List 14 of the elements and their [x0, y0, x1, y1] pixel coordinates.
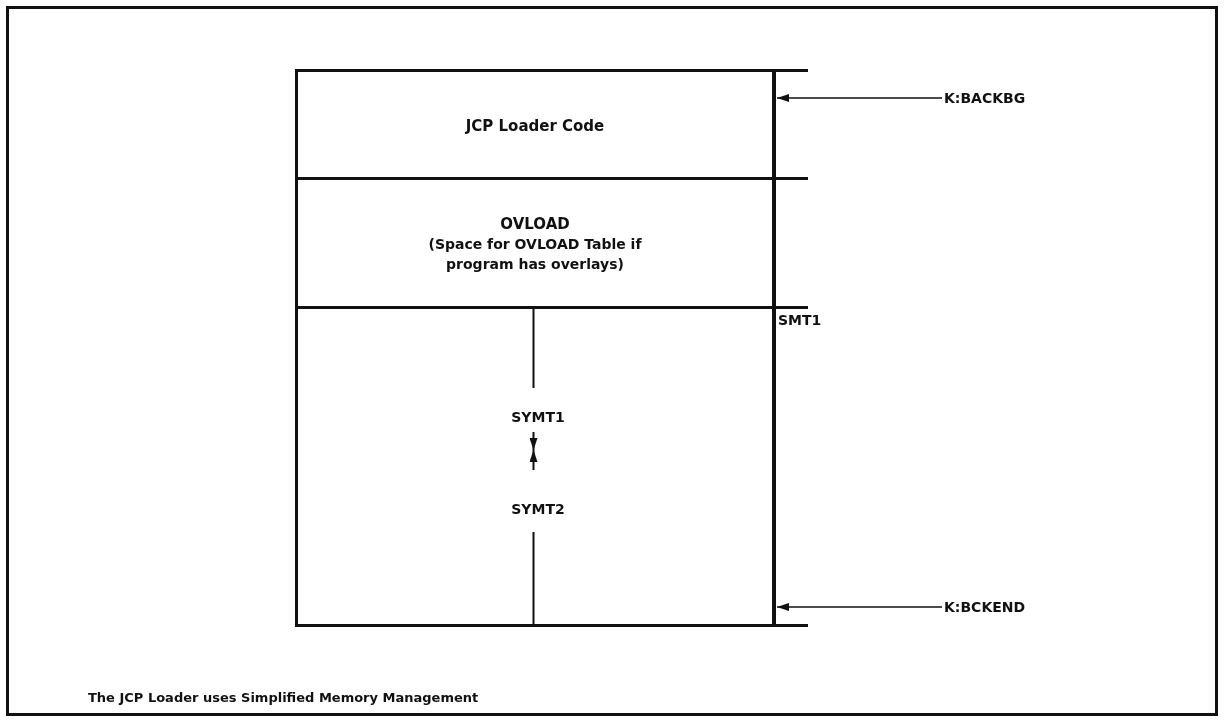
memory-region: [295, 177, 776, 308]
pointer-name: SYMT1: [511, 409, 565, 425]
address-label: K:BCKEND: [944, 597, 1054, 617]
memory-region: [295, 69, 776, 179]
pointer-name: SYMT2: [511, 501, 565, 517]
memory-region-box: [295, 306, 776, 627]
address-label: K:BACKBG: [944, 88, 1054, 108]
region-title: JCP Loader Code: [465, 115, 605, 136]
caption: The JCP Loader uses Simplified Memory Management: [88, 690, 479, 705]
region-title: OVLOAD: [500, 214, 570, 234]
address-label: SMT1: [778, 312, 822, 328]
arrow: [776, 603, 943, 611]
arrow: [776, 94, 943, 102]
region-description: (Space for OVLOAD Table if program has overlays): [427, 235, 643, 274]
